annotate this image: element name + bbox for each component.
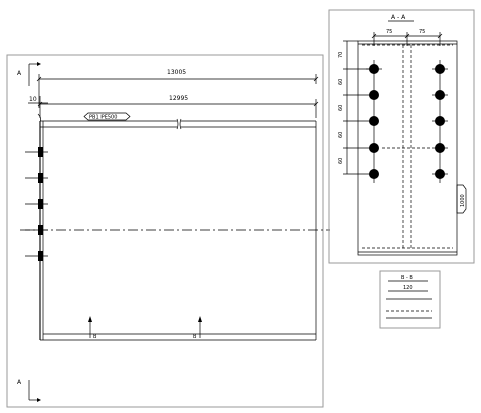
- dimension-inner: 12995: [37, 95, 319, 118]
- section-aa-dim-left: 75: [386, 29, 392, 35]
- dimension-overall-label: 13005: [167, 69, 186, 76]
- section-aa-title: A - A: [391, 14, 406, 21]
- dimension-offset-label: 10: [29, 96, 37, 103]
- section-aa-frame: [328, 9, 475, 264]
- end-plate-bolts: [25, 147, 48, 261]
- section-bb-frame: [379, 270, 441, 329]
- section-aa-bolts: [366, 60, 448, 183]
- section-aa-dim-v5: 60: [338, 158, 344, 164]
- section-aa-dim-v1: 70: [338, 52, 344, 58]
- section-label-b-left: B: [93, 334, 97, 340]
- section-bb-title: B - B: [401, 275, 413, 281]
- bolt-hole: [369, 116, 379, 126]
- beam-body: [39, 121, 317, 341]
- main-view-frame: [6, 54, 324, 408]
- bolt-hole: [369, 143, 379, 153]
- bolt-hole: [369, 90, 379, 100]
- dimension-inner-label: 12995: [169, 95, 188, 102]
- part-tag: PB1 IPE500: [83, 112, 131, 121]
- section-arrow-a-top: A: [17, 62, 41, 86]
- section-aa-top-dimensions: 75 75: [371, 29, 443, 46]
- main-view: A 13005 10 12995 PB1 IPE500: [6, 54, 330, 408]
- dimension-overall: 13005: [36, 69, 319, 108]
- section-aa-dim-v3: 60: [338, 105, 344, 111]
- section-label-b-right: B: [193, 334, 197, 340]
- section-aa-height-tag: 1000: [456, 184, 467, 214]
- section-label-a-bottom: A: [17, 379, 22, 386]
- section-arrow-b-right: B: [193, 316, 202, 340]
- section-aa-dim-v4: 60: [338, 132, 344, 138]
- section-aa-height-label: 1000: [460, 194, 466, 207]
- section-arrow-a-bottom: A: [17, 379, 41, 402]
- section-aa-dim-v2: 60: [338, 79, 344, 85]
- section-label-a-top: A: [17, 70, 22, 77]
- section-aa-view: A - A 75 75: [328, 9, 475, 264]
- section-aa-dim-right: 75: [419, 29, 425, 35]
- section-arrow-b-left: B: [88, 316, 97, 340]
- top-flange: [37, 113, 316, 130]
- bolt-hole: [369, 169, 379, 179]
- section-bb-view: B - B 120: [379, 270, 441, 329]
- part-tag-label: PB1 IPE500: [89, 115, 117, 121]
- section-bb-width: 120: [403, 285, 413, 291]
- dimension-offset: 10: [28, 96, 48, 118]
- section-aa-vertical-dimensions: 70 60 60 60 60: [338, 40, 374, 175]
